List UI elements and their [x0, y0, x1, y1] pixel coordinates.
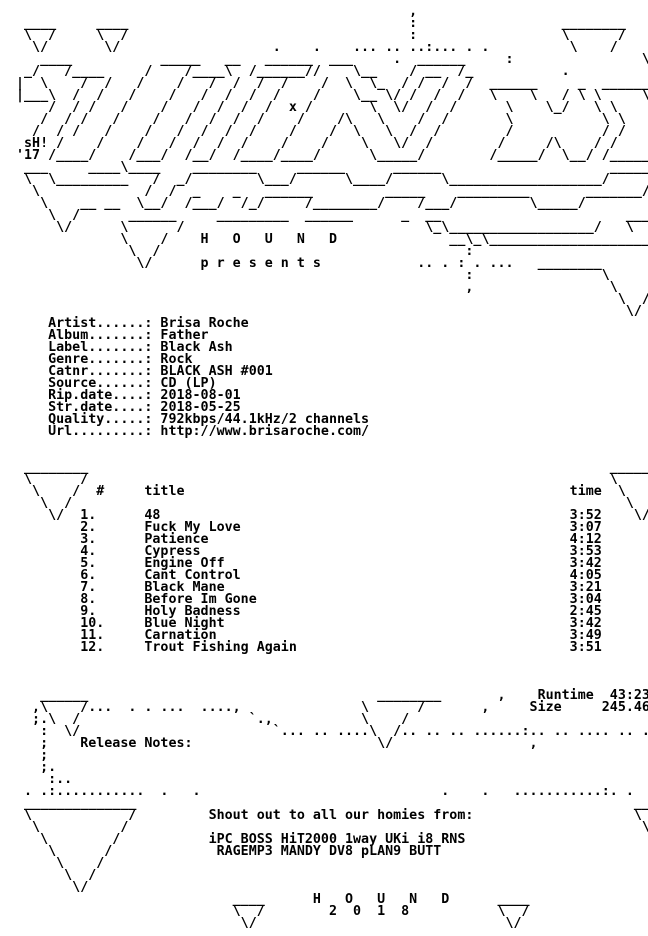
- nfo-ascii-text: , ____ ____ : ________ \ / \ / : \ / \/ …: [16, 4, 648, 931]
- nfo-document: , ____ ____ : ________ \ / \ / : \ / \/ …: [16, 4, 648, 931]
